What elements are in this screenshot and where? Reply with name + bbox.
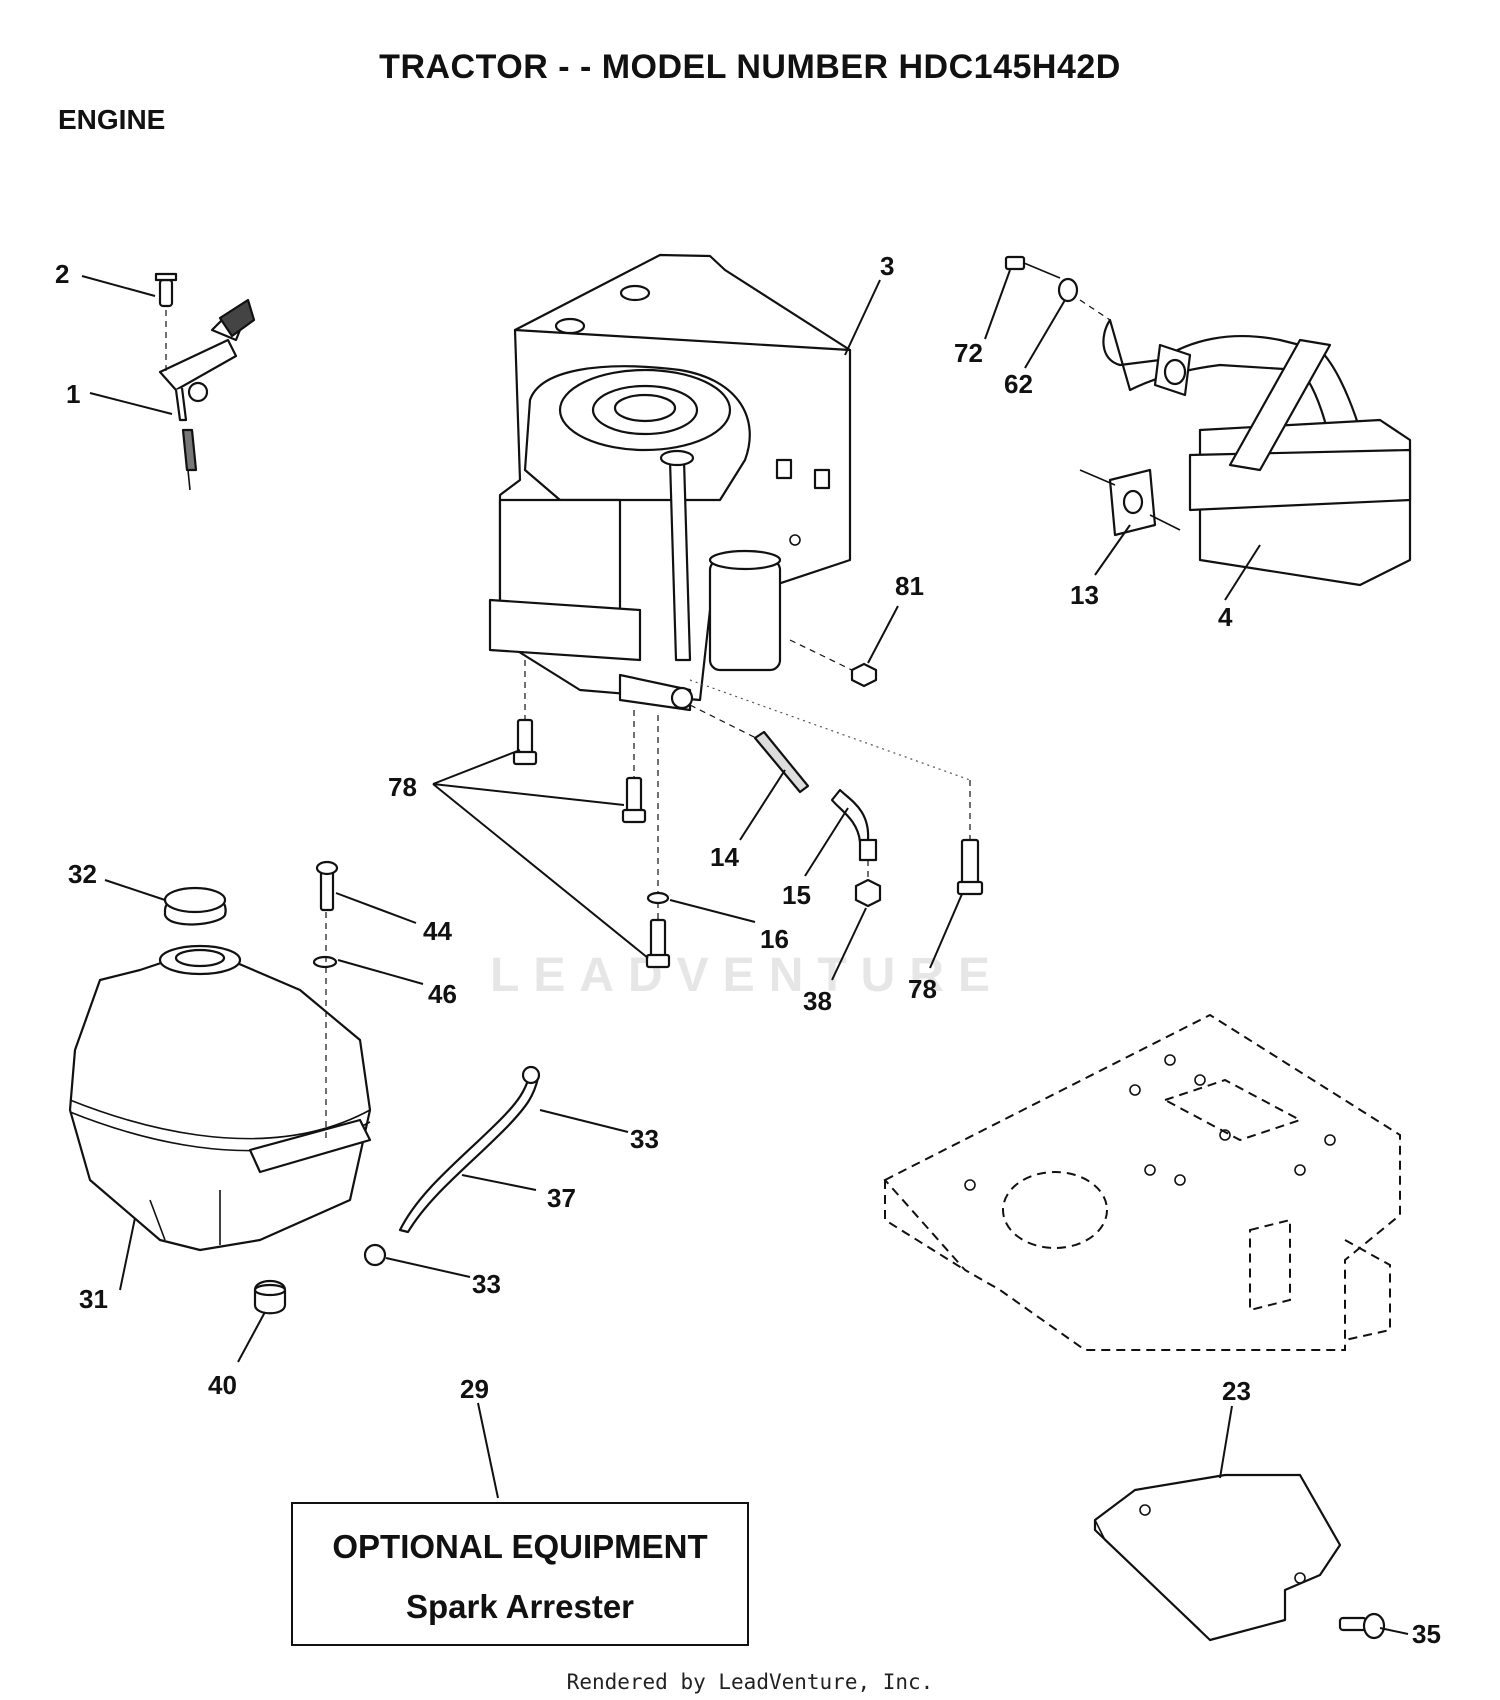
callout-13: 13 [1070, 580, 1099, 610]
callout-3: 3 [880, 251, 894, 281]
engine-drawing [488, 253, 852, 712]
section-heading: ENGINE [58, 104, 166, 135]
leader-lines [81, 269, 1409, 1635]
watermark-text: LEADVENTURE [490, 949, 1005, 1002]
callout-4: 4 [1218, 602, 1233, 632]
optional-equipment-box: OPTIONAL EQUIPMENT Spark Arrester [291, 1502, 749, 1646]
callout-46: 46 [428, 979, 457, 1009]
spark-arrester-label: Spark Arrester [405, 1588, 635, 1625]
callout-32: 32 [68, 859, 97, 889]
callout-35: 35 [1412, 1619, 1441, 1649]
callout-31: 31 [79, 1284, 108, 1314]
muffler-drawing [1004, 255, 1412, 587]
throttle-control-drawing [154, 272, 256, 491]
callout-2: 2 [55, 259, 69, 289]
callout-33-lower: 33 [472, 1269, 501, 1299]
tank-screw-drawing [312, 860, 339, 1140]
callout-23: 23 [1222, 1376, 1251, 1406]
optional-equipment-heading: OPTIONAL EQUIPMENT [332, 1528, 708, 1565]
drain-assembly-drawing [689, 679, 984, 908]
callout-33-upper: 33 [630, 1124, 659, 1154]
callout-16: 16 [760, 924, 789, 954]
callout-1: 1 [66, 379, 80, 409]
callout-29: 29 [460, 1374, 489, 1404]
callout-72: 72 [954, 338, 983, 368]
render-credit: Rendered by LeadVenture, Inc. [566, 1670, 934, 1694]
fuel-tank-drawing [68, 886, 372, 1252]
callout-81: 81 [895, 571, 924, 601]
callout-78-engine: 78 [388, 772, 417, 802]
callout-labels: 2 1 3 72 62 13 4 81 78 14 15 16 38 78 32… [55, 251, 1441, 1649]
callout-38: 38 [803, 986, 832, 1016]
callout-44: 44 [423, 916, 452, 946]
callout-15: 15 [782, 880, 811, 910]
spark-arrester-bracket-drawing [1093, 1473, 1386, 1642]
callout-62: 62 [1004, 369, 1033, 399]
fuel-line-drawing [253, 1065, 541, 1315]
callout-40: 40 [208, 1370, 237, 1400]
callout-78-drain: 78 [908, 974, 937, 1004]
callout-37: 37 [547, 1183, 576, 1213]
callout-14: 14 [710, 842, 739, 872]
nut-81-drawing [789, 639, 878, 688]
tractor-frame-drawing [883, 1013, 1401, 1351]
engine-mount-bolts [512, 660, 671, 969]
diagram-title: TRACTOR - - MODEL NUMBER HDC145H42D [379, 48, 1121, 86]
